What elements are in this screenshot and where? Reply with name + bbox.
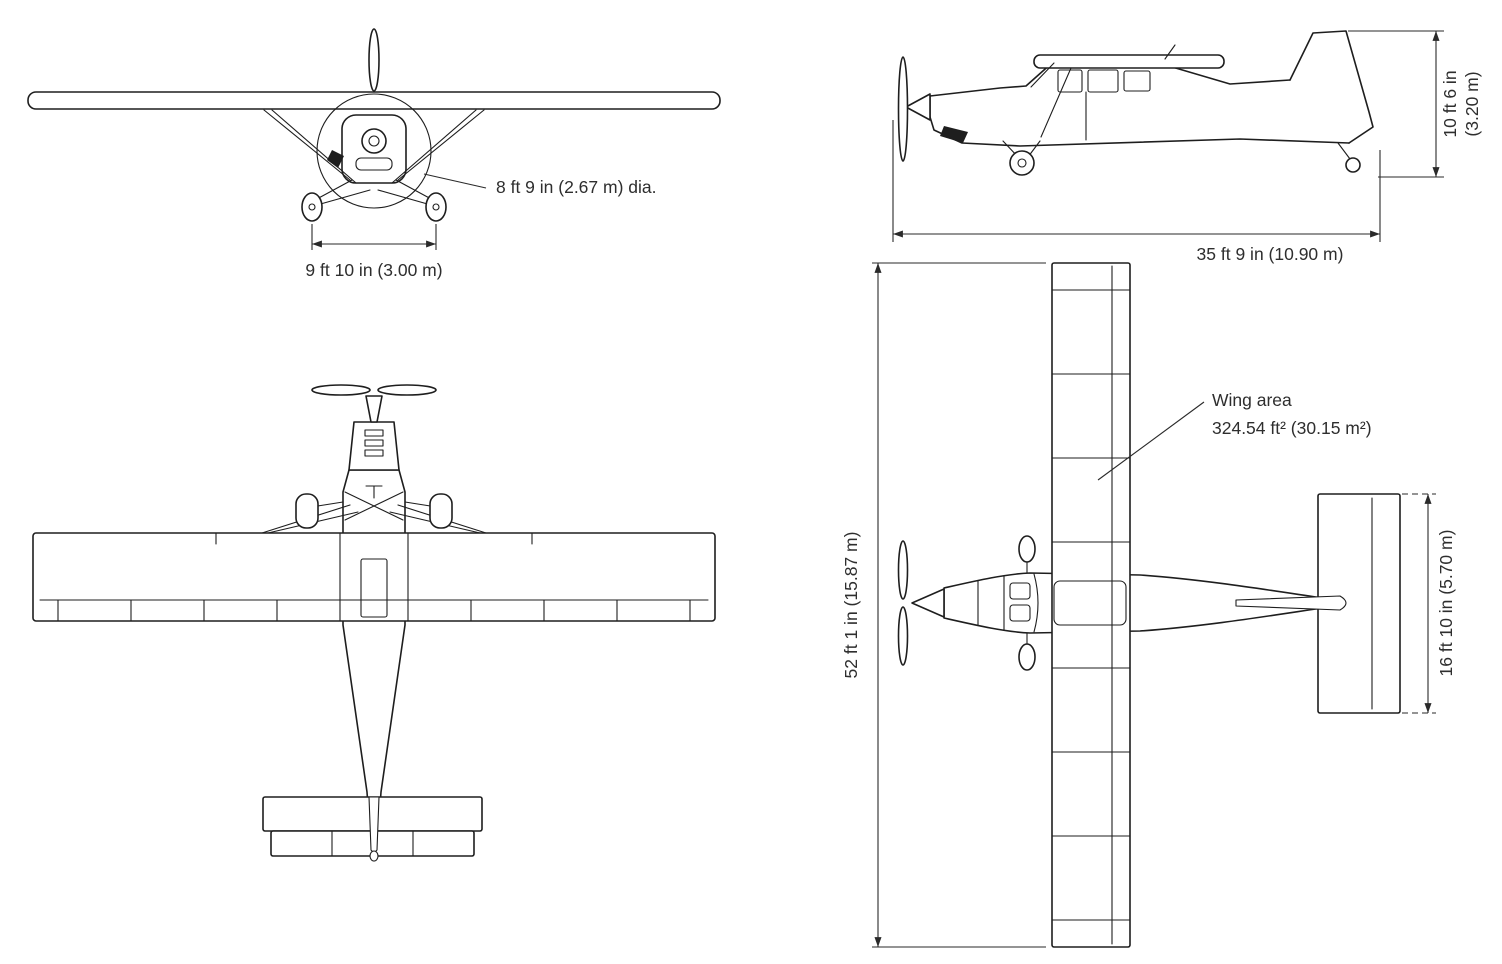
lower-wheel-plan — [1018, 643, 1036, 671]
prop-blade-left — [311, 384, 371, 396]
cabin-windows — [1030, 62, 1151, 141]
right-wheel — [425, 192, 447, 222]
upper-wheel-plan — [1018, 535, 1036, 563]
cockpit-lines — [977, 573, 1039, 633]
left-wheel-top — [295, 493, 319, 529]
antenna — [1164, 44, 1176, 60]
wing-area-leader — [1097, 401, 1205, 481]
main-wheel-side — [1009, 150, 1035, 176]
wheel-track-dimension — [311, 224, 437, 250]
left-wheel — [301, 192, 323, 222]
wingspan-label: 52 ft 1 in (15.87 m) — [841, 532, 861, 679]
prop-diameter-label: 8 ft 9 in (2.67 m) dia. — [496, 177, 657, 197]
wing-top — [32, 532, 716, 622]
prop-blade-side — [897, 56, 909, 162]
wing-area-label-line2: 324.54 ft² (30.15 m²) — [1212, 418, 1372, 438]
windshield — [1030, 62, 1055, 88]
prop-blade-upper — [897, 540, 909, 600]
spinner-side — [905, 93, 931, 121]
length-dimension — [892, 120, 1381, 242]
cabin-skylight — [360, 558, 388, 618]
height-dimension — [1348, 30, 1444, 178]
wing-area-label-line1: Wing area — [1212, 390, 1292, 410]
plan-view-nose-up — [32, 384, 716, 862]
wing-struts — [263, 109, 485, 184]
wingspan-dimension — [872, 262, 1046, 948]
right-wheel-top — [429, 493, 453, 529]
tailwheel-side — [1345, 157, 1361, 173]
cowl-hatches — [364, 429, 384, 457]
landing-gear — [314, 179, 434, 206]
length-label: 35 ft 9 in (10.90 m) — [1197, 244, 1344, 264]
cabin-over-wing — [1053, 580, 1127, 626]
plan-view-dimensioned: 52 ft 1 in (15.87 m) Wing area 324.54 ft… — [841, 262, 1456, 948]
wheel-track-label: 9 ft 10 in (3.00 m) — [305, 260, 442, 280]
propeller-blade — [368, 28, 380, 92]
tail-cone — [368, 796, 380, 853]
prop-diameter-leader — [423, 173, 487, 189]
fuselage-side — [929, 30, 1374, 147]
fuselage-top — [342, 469, 406, 851]
tailplane-span-dimension — [1402, 493, 1436, 714]
height-label-line1: 10 ft 6 in — [1440, 70, 1460, 137]
height-label-line2: (3.20 m) — [1462, 71, 1482, 136]
exhaust-stub — [327, 150, 344, 168]
front-view: 8 ft 9 in (2.67 m) dia. 9 ft 10 in (3.00… — [27, 28, 721, 280]
vertical-fin — [1289, 30, 1374, 144]
spinner-top — [365, 395, 383, 423]
wing-side-profile — [1033, 54, 1225, 69]
fin-over-tailplane — [1235, 595, 1347, 611]
spinner-plan — [911, 588, 945, 618]
tailwheel-top — [369, 850, 379, 862]
tailplane-span-label: 16 ft 10 in (5.70 m) — [1436, 530, 1456, 677]
wing-strut-side — [1040, 67, 1072, 138]
front-wing — [27, 91, 721, 110]
propeller-disc — [316, 93, 432, 209]
exhaust-side — [940, 126, 968, 143]
prop-blade-lower — [897, 606, 909, 666]
wing-plan — [1051, 262, 1131, 948]
prop-blade-right — [377, 384, 437, 396]
side-view: 10 ft 6 in (3.20 m) 35 ft 9 in (10.90 m) — [892, 30, 1482, 264]
spinner — [361, 128, 387, 154]
